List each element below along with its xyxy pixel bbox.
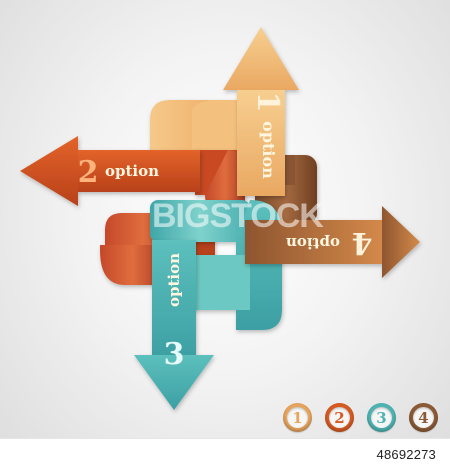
stock-footer: 48692273 (0, 438, 450, 471)
option-4-number: 4 (352, 225, 373, 260)
option-2-label: option (105, 162, 159, 180)
arrow-option-1 (223, 27, 299, 196)
option-1-number: 1 (250, 92, 285, 113)
number-badges: 1 2 3 4 (283, 403, 443, 433)
badge-3: 3 (367, 403, 396, 432)
badge-2-number: 2 (329, 407, 350, 428)
stock-id: 48692273 (376, 447, 436, 462)
badge-4-number: 4 (413, 407, 434, 428)
arrow-option-3 (134, 240, 214, 410)
option-2-number: 2 (78, 155, 99, 190)
option-1-label: option (259, 121, 278, 179)
option-3-number: 3 (164, 337, 185, 372)
badge-1-number: 1 (287, 407, 308, 428)
arrow-option-4 (245, 206, 420, 278)
arrow-option-2 (20, 136, 200, 206)
option-4-label: option (286, 234, 340, 252)
badge-3-number: 3 (371, 407, 392, 428)
badge-1: 1 (283, 403, 312, 432)
badge-2: 2 (325, 403, 354, 432)
badge-4: 4 (409, 403, 438, 432)
option-3-label: option (165, 253, 183, 307)
